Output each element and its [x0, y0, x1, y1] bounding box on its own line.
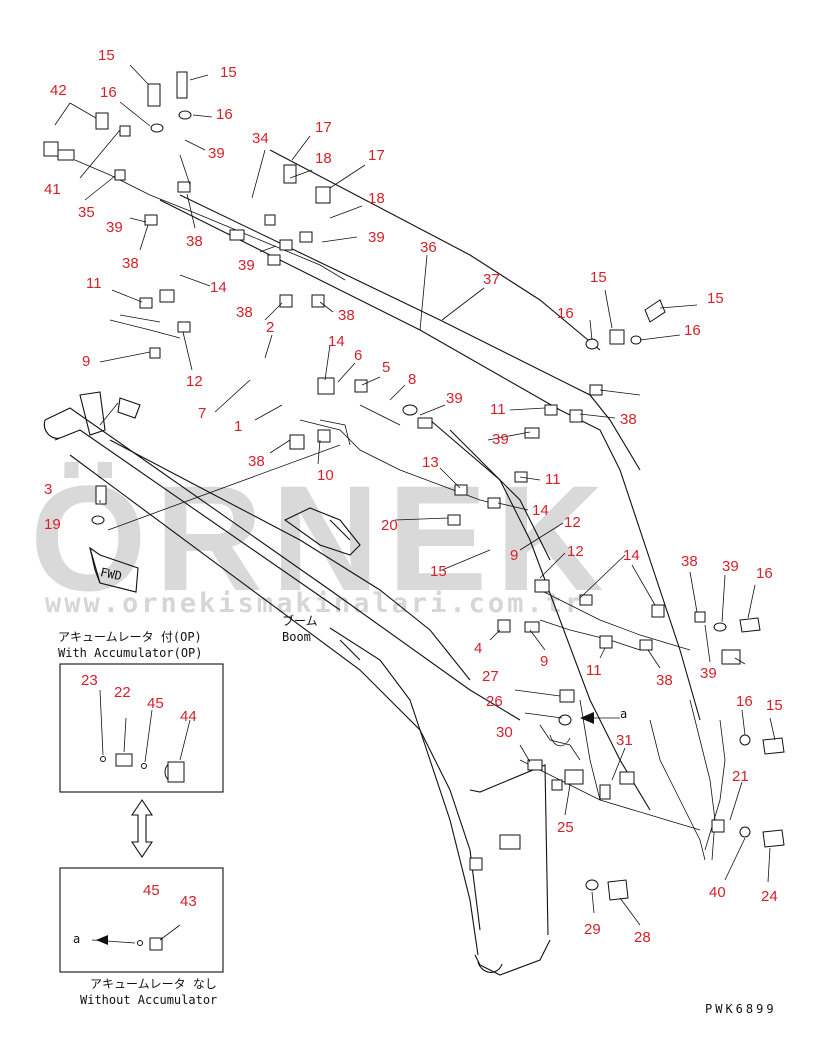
callout-40: 40 — [709, 884, 726, 901]
callout-31: 31 — [616, 732, 633, 749]
callout-16: 16 — [736, 693, 753, 710]
callout-44: 44 — [180, 708, 197, 725]
callout-17: 17 — [315, 119, 332, 136]
double-arrow-icon — [130, 799, 154, 858]
callout-39: 39 — [722, 558, 739, 575]
callout-39: 39 — [106, 219, 123, 236]
callout-7: 7 — [198, 405, 206, 422]
callout-25: 25 — [557, 819, 574, 836]
callout-39: 39 — [208, 145, 225, 162]
callout-27: 27 — [482, 668, 499, 685]
callout-38: 38 — [681, 553, 698, 570]
callout-4: 4 — [474, 640, 482, 657]
callout-14: 14 — [328, 333, 345, 350]
callout-18: 18 — [368, 190, 385, 207]
callout-41: 41 — [44, 181, 61, 198]
callout-42: 42 — [50, 82, 67, 99]
callout-5: 5 — [382, 359, 390, 376]
callout-20: 20 — [381, 517, 398, 534]
callout-12: 12 — [564, 514, 581, 531]
callout-15: 15 — [220, 64, 237, 81]
callout-6: 6 — [354, 347, 362, 364]
inset-without-title-jp: アキュームレータ なし — [90, 977, 217, 991]
view-marker-inset: a — [73, 932, 80, 946]
callout-39: 39 — [446, 390, 463, 407]
callout-38: 38 — [656, 672, 673, 689]
callout-11: 11 — [490, 401, 506, 418]
callout-38: 38 — [620, 411, 637, 428]
callout-43: 43 — [180, 893, 197, 910]
callout-45: 45 — [147, 695, 164, 712]
callout-15: 15 — [430, 563, 447, 580]
callout-39: 39 — [368, 229, 385, 246]
watermark-url: www.ornekismakinalari.com.tr — [45, 588, 584, 619]
callout-21: 21 — [732, 768, 749, 785]
callout-22: 22 — [114, 684, 131, 701]
leader-lines — [54, 64, 776, 926]
callout-26: 26 — [486, 693, 503, 710]
callout-38: 38 — [338, 307, 355, 324]
callout-23: 23 — [81, 672, 98, 689]
callout-9: 9 — [82, 353, 90, 370]
callout-16: 16 — [557, 305, 574, 322]
callout-12: 12 — [567, 543, 584, 560]
callout-14: 14 — [532, 502, 549, 519]
callout-16: 16 — [684, 322, 701, 339]
callout-19: 19 — [44, 516, 61, 533]
callout-11: 11 — [86, 275, 102, 292]
inset-without-accumulator: a アキュームレータ なし Without Accumulator — [59, 867, 224, 1007]
callout-30: 30 — [496, 724, 513, 741]
callout-39: 39 — [238, 257, 255, 274]
hose-lines — [74, 159, 726, 861]
callout-2: 2 — [266, 319, 274, 336]
callout-35: 35 — [78, 204, 95, 221]
inset-with-title-en: With Accumulator(OP) — [58, 646, 203, 660]
callout-12: 12 — [186, 373, 203, 390]
callout-16: 16 — [216, 106, 233, 123]
callout-38: 38 — [236, 304, 253, 321]
callout-15: 15 — [590, 269, 607, 286]
callout-37: 37 — [483, 271, 500, 288]
fwd-tag: FWD — [99, 565, 123, 583]
boom-label-jp: ブーム — [282, 613, 318, 628]
callout-1: 1 — [234, 418, 242, 435]
callout-38: 38 — [248, 453, 265, 470]
callout-10: 10 — [317, 467, 334, 484]
callout-24: 24 — [761, 888, 778, 905]
callout-8: 8 — [408, 371, 416, 388]
callout-39: 39 — [492, 431, 509, 448]
callout-34: 34 — [252, 130, 269, 147]
callout-17: 17 — [368, 147, 385, 164]
inset-without-title-en: Without Accumulator — [80, 993, 217, 1007]
callout-13: 13 — [422, 454, 439, 471]
drawing-code: PWK6899 — [705, 1002, 777, 1016]
callout-28: 28 — [634, 929, 651, 946]
callout-16: 16 — [756, 565, 773, 582]
view-arrow — [580, 712, 620, 724]
callout-39: 39 — [700, 665, 717, 682]
callout-9: 9 — [510, 547, 518, 564]
callout-14: 14 — [623, 547, 640, 564]
callout-29: 29 — [584, 921, 601, 938]
callout-36: 36 — [420, 239, 437, 256]
callout-16: 16 — [100, 84, 117, 101]
callout-15: 15 — [98, 47, 115, 64]
callout-38: 38 — [186, 233, 203, 250]
inset-with-title-jp: アキュームレータ 付(OP) — [58, 630, 202, 644]
callout-11: 11 — [545, 471, 561, 488]
view-marker-main: a — [620, 707, 627, 721]
callout-38: 38 — [122, 255, 139, 272]
callout-15: 15 — [707, 290, 724, 307]
callout-3: 3 — [44, 481, 52, 498]
boom-label-en: Boom — [282, 630, 311, 644]
callout-9: 9 — [540, 653, 548, 670]
callout-14: 14 — [210, 279, 227, 296]
callout-18: 18 — [315, 150, 332, 167]
callout-11: 11 — [586, 662, 602, 679]
callout-15: 15 — [766, 697, 783, 714]
inset-with-accumulator: アキュームレータ 付(OP) With Accumulator(OP) — [58, 630, 224, 793]
callout-45: 45 — [143, 882, 160, 899]
